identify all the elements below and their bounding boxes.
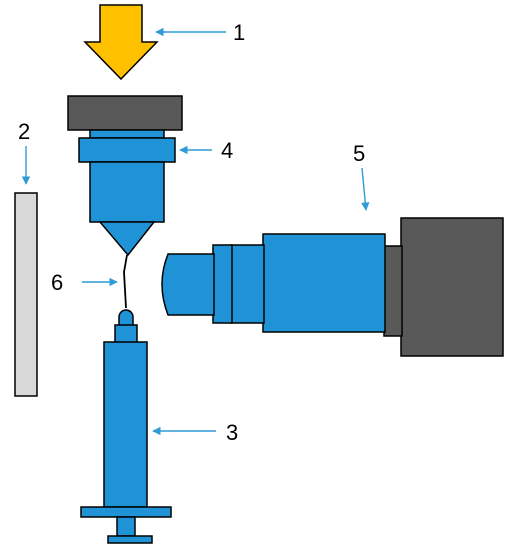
fiber-jet [123,254,128,309]
syringe-barrel [103,341,148,508]
nozzle-ring [78,137,176,163]
label-3: 3 [226,420,238,445]
label-6: 6 [51,270,63,295]
collector-plate [14,192,38,397]
nozzle-collar-top [89,129,165,139]
label-2: 2 [18,119,30,144]
pointer-5 [361,167,370,211]
camera [161,217,504,357]
syringe-plunger-head [107,535,153,544]
camera-body [400,217,504,357]
camera-mount [383,245,403,337]
syringe-neck [114,324,138,344]
syringe [80,309,172,544]
pointer-arrows [21,27,370,436]
label-1: 1 [233,20,245,45]
label-5: 5 [353,141,365,166]
nozzle-cap [67,95,183,131]
camera-lens-ring-a [230,244,265,324]
camera-lens-front [161,253,215,316]
nozzle-body [89,161,165,223]
label-4: 4 [221,138,233,163]
down-arrow-icon [83,4,159,81]
camera-lens-ring-b [212,244,233,324]
nozzle-assembly [67,95,183,257]
syringe-flange [80,506,172,518]
syringe-plunger-rod [116,516,136,537]
nozzle-tip [98,221,156,257]
camera-lens-main [262,233,386,333]
